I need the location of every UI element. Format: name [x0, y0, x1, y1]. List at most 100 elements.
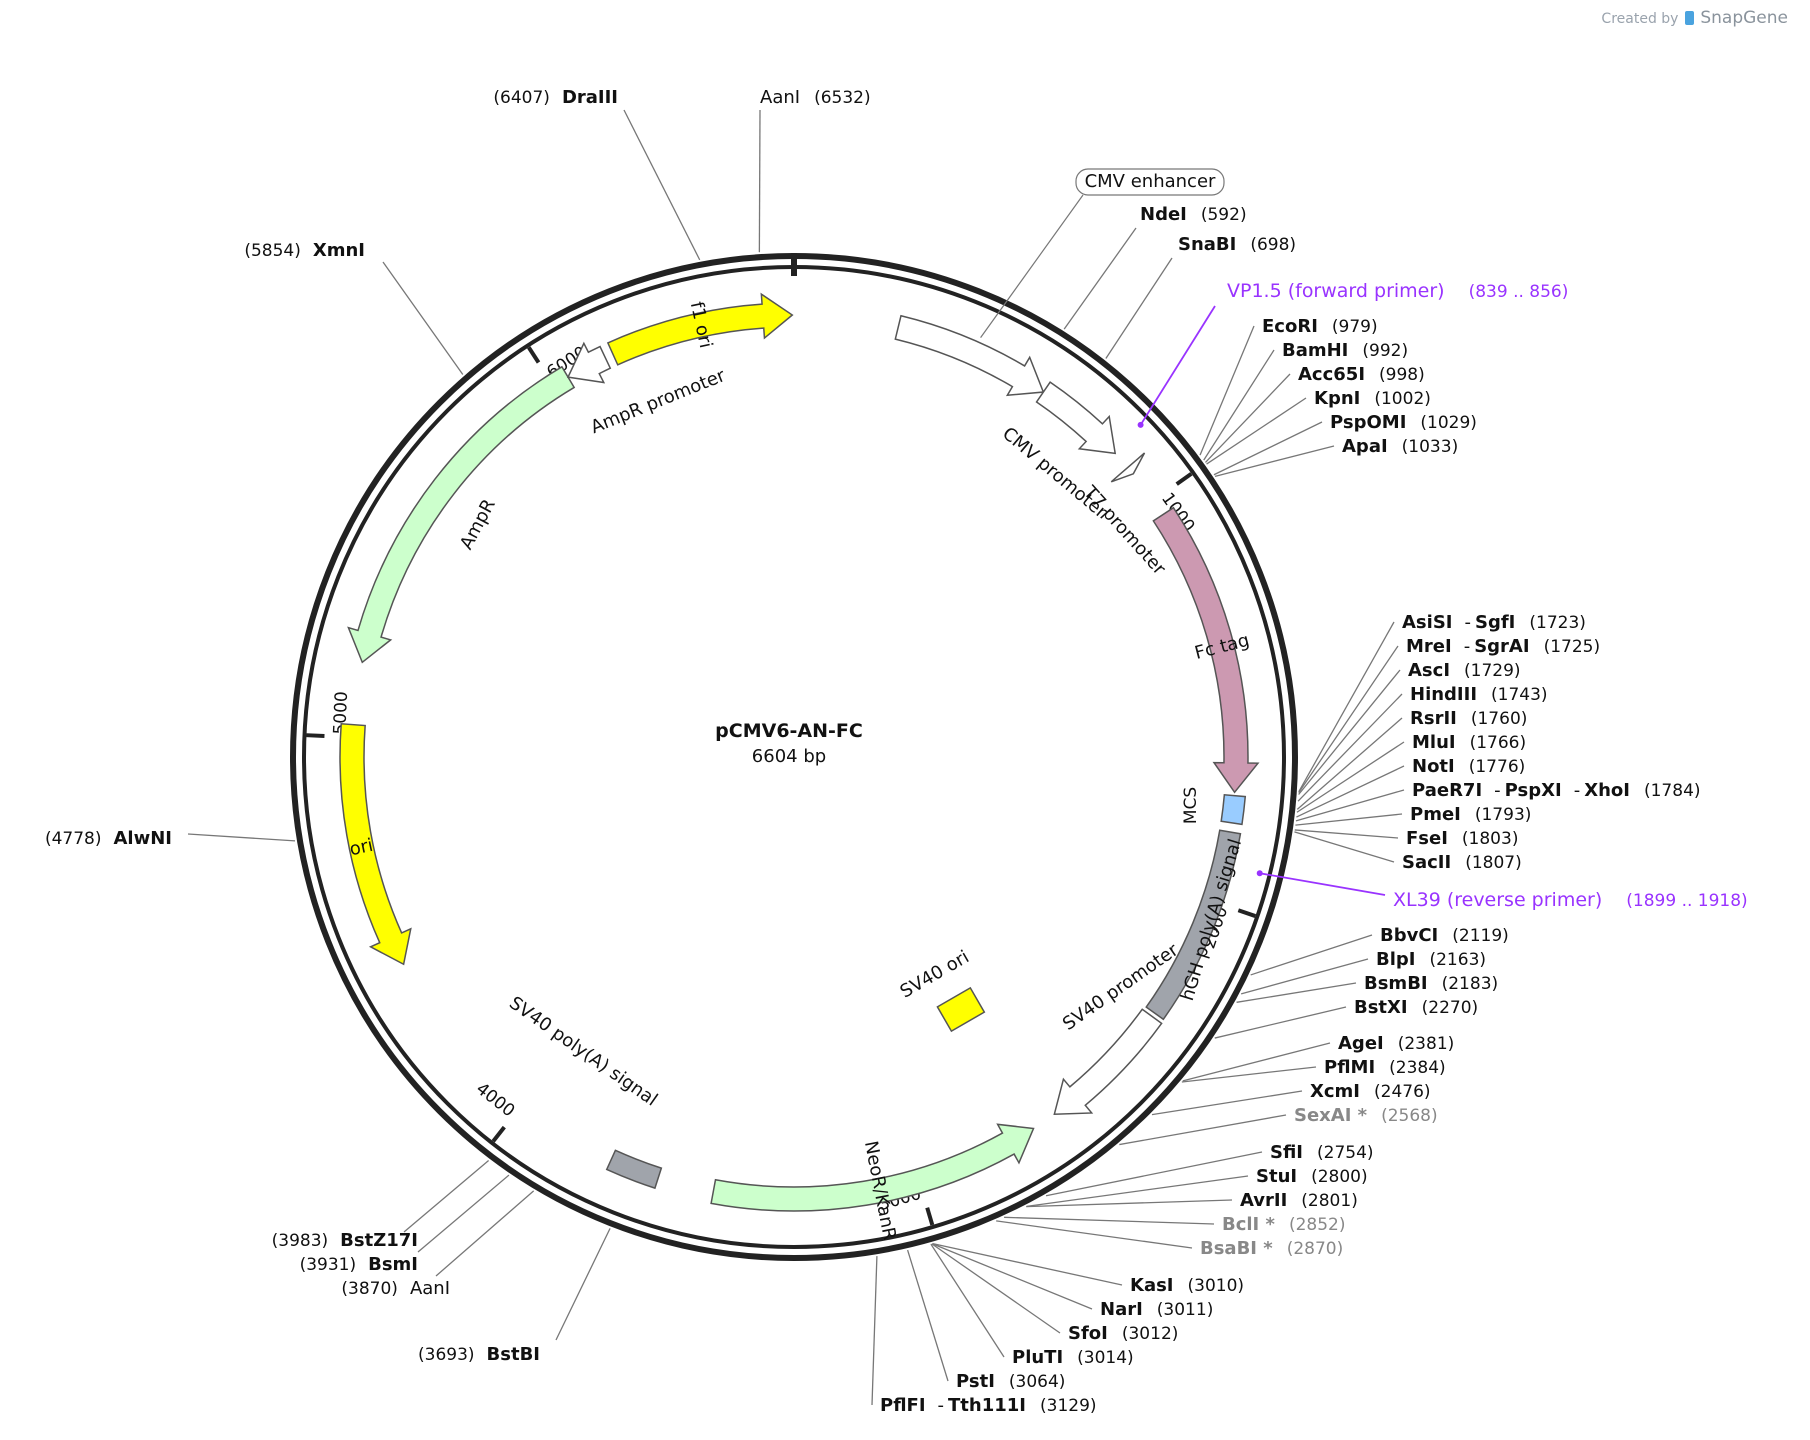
feature-mcs[interactable] [1220, 793, 1247, 826]
primer-mark-xl39[interactable] [1256, 870, 1263, 877]
site-line-sexai [1119, 1114, 1287, 1146]
site-bstxi[interactable]: BstXI(2270) [1354, 997, 1478, 1018]
site-enzyme-pflmi: PflMI [1324, 1057, 1375, 1078]
feature-label-ampr-promoter: AmpR promoter [588, 365, 729, 438]
site-bsabi[interactable]: BsaBI *(2870) [1200, 1238, 1343, 1259]
site-kpni[interactable]: KpnI(1002) [1314, 388, 1431, 409]
site-line-acc65i [1204, 373, 1291, 463]
site-nari[interactable]: NarI(3011) [1100, 1299, 1213, 1320]
site-separator: - [938, 1395, 945, 1416]
site-ndei[interactable]: NdeI(592) [1140, 204, 1247, 225]
primer-vp1-5[interactable]: VP1.5 (forward primer)(839 .. 856) [1227, 280, 1568, 302]
feature-f1-ori[interactable] [606, 292, 794, 366]
site-enzyme-sfoi: SfoI [1068, 1323, 1108, 1344]
site-pos-aani-6532: (6532) [814, 88, 871, 108]
site-enzyme-avrii: AvrII [1240, 1190, 1287, 1211]
site-xcmi[interactable]: XcmI(2476) [1310, 1081, 1431, 1102]
feature-fc-tag[interactable] [1152, 506, 1260, 794]
feature-cmv-enhancer[interactable] [894, 314, 1045, 397]
site-enzyme-mlui: MluI [1412, 732, 1456, 753]
site-asisi[interactable]: AsiSI-SgfI(1723) [1402, 612, 1586, 633]
site-pos-nari: (3011) [1157, 1300, 1214, 1320]
feature-ampr[interactable] [347, 365, 576, 664]
site-pos-bstz17i: (3983) [272, 1231, 329, 1251]
site-line-sfoi [931, 1243, 1061, 1334]
site-pmei[interactable]: PmeI(1793) [1410, 804, 1531, 825]
site-pos-bamhi: (992) [1362, 341, 1408, 361]
feature-ampr-promoter[interactable] [566, 341, 612, 384]
site-aani-3870[interactable]: (3870)AanI [341, 1278, 450, 1299]
site-pflfi[interactable]: PflFI-Tth111I(3129) [880, 1395, 1097, 1416]
feature-sv40-promoter[interactable] [1053, 1008, 1163, 1115]
site-fsei[interactable]: FseI(1803) [1406, 828, 1518, 849]
site-ecori[interactable]: EcoRI(979) [1262, 316, 1378, 337]
site-bstbi[interactable]: (3693)BstBI [418, 1344, 540, 1365]
site-pflmi[interactable]: PflMI (2384) [1324, 1057, 1446, 1078]
site-hindiii[interactable]: HindIII(1743) [1410, 684, 1548, 705]
site-line-stui [1026, 1175, 1249, 1208]
site-alwni[interactable]: (4778)AlwNI [45, 828, 172, 849]
site-sexai[interactable]: SexAI *(2568) [1294, 1105, 1438, 1126]
site-bcli[interactable]: BclI *(2852) [1222, 1214, 1345, 1235]
site-stui[interactable]: StuI (2800) [1256, 1166, 1368, 1187]
site-bstz17i[interactable]: (3983)BstZ17I [272, 1230, 418, 1251]
feature-sv40-poly-a-signal[interactable] [605, 1149, 663, 1190]
site-line-bstz17i [403, 1159, 490, 1233]
site-pspomi[interactable]: PspOMI(1029) [1330, 412, 1477, 433]
site-acc65i[interactable]: Acc65I(998) [1298, 364, 1425, 385]
site-kasi[interactable]: KasI(3010) [1130, 1275, 1244, 1296]
site-pos-pflmi: (2384) [1389, 1058, 1446, 1078]
site-pos-noti: (1776) [1469, 757, 1526, 777]
site-asci[interactable]: AscI(1729) [1408, 660, 1521, 681]
site-apai[interactable]: ApaI(1033) [1342, 436, 1458, 457]
site-line-alwni [187, 833, 296, 842]
feature-shape-sv40-ori[interactable] [936, 986, 986, 1033]
snapgene-logo-icon [1684, 11, 1694, 25]
site-avrii[interactable]: AvrII(2801) [1240, 1190, 1358, 1211]
site-sacii[interactable]: SacII(1807) [1402, 852, 1522, 873]
feature-hgh-poly-a-signal[interactable] [1145, 829, 1242, 1021]
site-line-asci [1298, 669, 1401, 795]
feature-sv40-ori[interactable] [936, 986, 986, 1033]
site-noti[interactable]: NotI(1776) [1412, 756, 1525, 777]
site-enzyme-sfii: SfiI [1270, 1142, 1303, 1163]
site-bamhi[interactable]: BamHI(992) [1282, 340, 1408, 361]
site-psti[interactable]: PstI(3064) [956, 1371, 1065, 1392]
site-line-sacii [1294, 831, 1395, 863]
site-agei[interactable]: AgeI(2381) [1338, 1033, 1454, 1054]
site-snabi[interactable]: SnaBI(698) [1178, 234, 1296, 255]
site-sfii[interactable]: SfiI(2754) [1270, 1142, 1374, 1163]
feature-cmv-promoter[interactable] [1035, 381, 1117, 455]
site-xmni[interactable]: (5854)XmnI [244, 240, 365, 261]
site-separator: - [1494, 780, 1501, 801]
site-aani-6532[interactable]: AanI(6532) [760, 87, 871, 108]
site-paer7i[interactable]: PaeR7I-PspXI-XhoI(1784) [1412, 780, 1701, 801]
site-bsmbi[interactable]: BsmBI(2183) [1364, 973, 1498, 994]
site-rsrii[interactable]: RsrII(1760) [1410, 708, 1527, 729]
site-bbvci[interactable]: BbvCI(2119) [1380, 925, 1509, 946]
site-pluti[interactable]: PluTI(3014) [1012, 1347, 1134, 1368]
primer-mark-vp1-5[interactable] [1137, 421, 1144, 428]
site-enzyme-fsei: FseI [1406, 828, 1448, 849]
site-pos-mlui: (1766) [1470, 733, 1527, 753]
site-pos-stui: (2800) [1311, 1167, 1368, 1187]
site-enzyme-stui: StuI [1256, 1166, 1297, 1187]
site-mrei[interactable]: MreI-SgrAI(1725) [1406, 636, 1600, 657]
site-enzyme-hindiii: HindIII [1410, 684, 1477, 705]
site-blpi[interactable]: BlpI(2163) [1376, 949, 1486, 970]
site-sfoi[interactable]: SfoI (3012) [1068, 1323, 1178, 1344]
feature-label-ori: ori [348, 835, 375, 860]
feature-ori[interactable] [339, 722, 412, 966]
site-draiii[interactable]: (6407)DraIII [493, 87, 618, 108]
site-pos-sfoi: (3012) [1122, 1324, 1179, 1344]
feature-neor-kanr[interactable] [710, 1123, 1035, 1212]
site-mlui[interactable]: MluI (1766) [1412, 732, 1526, 753]
site-line-mlui [1296, 741, 1405, 813]
primer-xl39[interactable]: XL39 (reverse primer)(1899 .. 1918) [1393, 889, 1748, 911]
site-line-pmei [1295, 813, 1403, 826]
site-pos-xmni: (5854) [244, 241, 301, 261]
site-bsmi[interactable]: (3931)BsmI [300, 1254, 418, 1275]
feature-t7-promoter[interactable] [1110, 452, 1146, 483]
feature-label-f1-ori: f1 ori [686, 300, 716, 350]
